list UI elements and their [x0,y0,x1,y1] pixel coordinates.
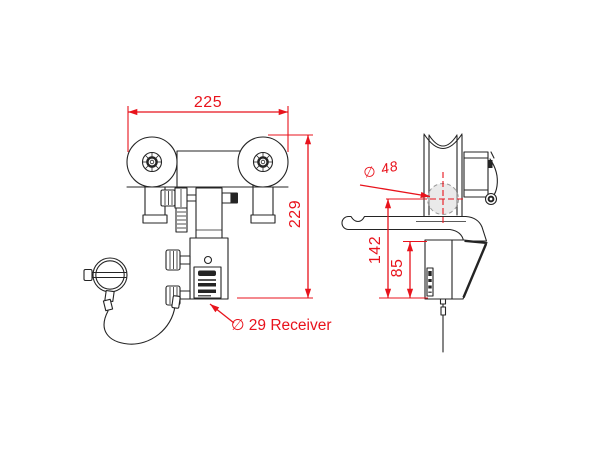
clamp-bolt [221,192,238,204]
adjuster-knob [160,189,176,207]
right-wheel [237,136,289,188]
right-leg [250,186,276,224]
width-adjuster [160,187,198,233]
dim-width-label: 225 [194,94,222,111]
pull-cable [439,298,447,353]
front-dimensions: 225 229 ∅ 29 Receiver [127,94,332,334]
side-view: ∅ 48 142 85 [341,133,498,353]
right-hub-serration [254,153,272,171]
wheel-dia-leader [359,184,431,199]
side-dimensions: ∅ 48 142 85 [359,157,466,299]
side-body [424,239,488,300]
receiver-note-label: ∅ 29 Receiver [231,317,332,334]
upper-knob [165,249,191,271]
cable-crimp [171,295,181,309]
dim-142-label: 142 [367,236,384,264]
pulley-groove-outer [423,133,463,150]
spec-sticker [193,266,222,299]
right-wheel-hub [252,151,274,173]
cable-shackle [102,289,115,312]
receiver-body [189,237,229,300]
right-wheel-tyre [237,136,289,188]
center-column [195,187,223,239]
left-wheel-tyre [126,136,178,188]
lanyard [83,257,181,345]
latch-lever [484,158,498,206]
left-wheel [126,136,178,188]
dim-85-label: 85 [389,259,406,278]
pull-ring [83,257,128,293]
wheel-dia-label: ∅ 48 [362,157,400,181]
lever-pivot [484,192,498,206]
ring-pin-end [83,268,93,282]
hook-arm [341,215,488,242]
receiver-hole [203,255,213,265]
pulley-groove-inner [428,134,458,147]
left-axle-center [149,159,155,165]
cable-ferrule [440,306,447,316]
left-hub-serration [143,153,161,171]
left-wheel-hub [141,151,163,173]
clamp-block [463,151,495,198]
body-chamfer-edge [462,243,488,298]
sticker-edge [426,267,434,297]
right-axle-center [260,159,266,165]
knurl-hatch [177,211,186,229]
front-view: 225 229 ∅ 29 Receiver [83,94,332,345]
dim-height-label: 229 [287,200,304,228]
receiver-leader-line [209,303,235,324]
lever-pivot-pin [487,195,495,203]
left-axle-ring [146,156,158,168]
lanyard-cable [103,305,176,345]
right-axle-ring [257,156,269,168]
